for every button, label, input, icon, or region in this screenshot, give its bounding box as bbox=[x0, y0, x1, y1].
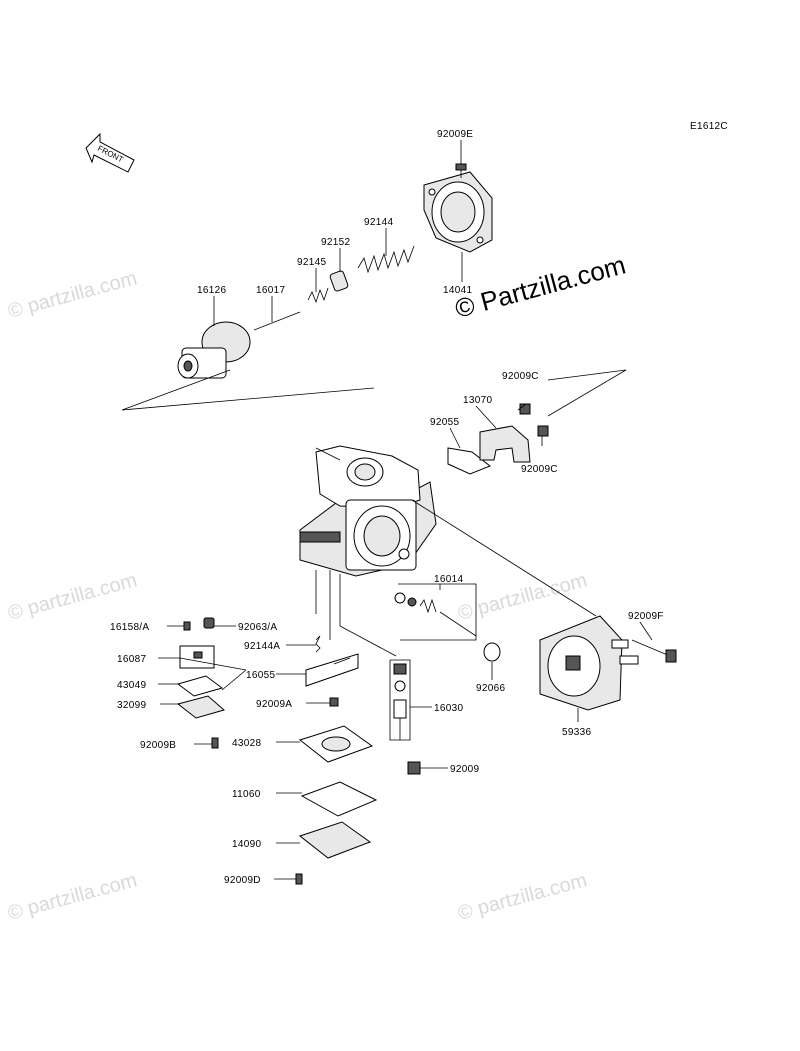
part-group-16030 bbox=[389, 659, 411, 741]
watermark: © partzilla.com bbox=[6, 869, 140, 925]
cap-92066 bbox=[483, 642, 501, 662]
diaphragm-16126 bbox=[177, 321, 251, 379]
part-label: 92063/A bbox=[238, 622, 277, 633]
bolt-92009C-bottom bbox=[537, 425, 549, 437]
bolt-92009F bbox=[631, 639, 677, 663]
cover-14041 bbox=[423, 171, 493, 253]
pump-59336 bbox=[539, 615, 639, 711]
screw-92009D bbox=[295, 873, 303, 885]
screw-92009B bbox=[211, 737, 219, 749]
spring-92144 bbox=[357, 245, 415, 274]
part-label: 92009B bbox=[140, 740, 176, 751]
part-label: 16017 bbox=[256, 285, 285, 296]
watermark: © partzilla.com bbox=[456, 869, 590, 925]
watermark-group: © partzilla.com © partzilla.com © partzi… bbox=[6, 249, 629, 924]
part-label: 92145 bbox=[297, 257, 326, 268]
part-label: 92009F bbox=[628, 611, 664, 622]
diaphragm-43028 bbox=[298, 725, 374, 763]
part-label: 59336 bbox=[562, 727, 591, 738]
front-arrow-icon: FRONT bbox=[85, 132, 135, 173]
part-label: 92066 bbox=[476, 683, 505, 694]
part-16087 bbox=[179, 645, 215, 669]
part-group-16014 bbox=[394, 583, 477, 641]
part-label: 92009D bbox=[224, 875, 261, 886]
diagram-code: E1612C bbox=[690, 121, 728, 132]
bracket-13070 bbox=[479, 425, 531, 463]
part-92152 bbox=[329, 270, 349, 292]
gasket-92055 bbox=[447, 447, 491, 475]
part-label: 16030 bbox=[434, 703, 463, 714]
part-label: 14041 bbox=[443, 285, 472, 296]
screw-92009A bbox=[329, 697, 339, 707]
bolt-92009 bbox=[407, 761, 421, 775]
part-16158A bbox=[183, 621, 191, 631]
part-label: 16014 bbox=[434, 574, 463, 585]
part-label: 92009E bbox=[437, 129, 473, 140]
carburetor-body bbox=[299, 445, 437, 577]
part-label: 16055 bbox=[246, 670, 275, 681]
plate-32099 bbox=[176, 695, 226, 719]
part-label: 14090 bbox=[232, 839, 261, 850]
part-16055 bbox=[305, 653, 359, 687]
gasket-11060 bbox=[300, 781, 378, 817]
part-label: 92152 bbox=[321, 237, 350, 248]
part-label: 92009C bbox=[502, 371, 539, 382]
part-label: 92055 bbox=[430, 417, 459, 428]
part-label: 92009 bbox=[450, 764, 479, 775]
needle-16017 bbox=[253, 311, 301, 331]
gasket-43049 bbox=[176, 675, 224, 697]
part-label: 43028 bbox=[232, 738, 261, 749]
part-label: 43049 bbox=[117, 680, 146, 691]
part-label: 92144 bbox=[364, 217, 393, 228]
bolt-92009C-top bbox=[519, 403, 531, 415]
part-label: 16087 bbox=[117, 654, 146, 665]
part-label: 16158/A bbox=[110, 622, 149, 633]
part-92063A bbox=[203, 617, 215, 629]
part-label: 92009C bbox=[521, 464, 558, 475]
part-label: 16126 bbox=[197, 285, 226, 296]
part-labels: 92009E 92144 92152 92145 16126 16017 140… bbox=[110, 129, 664, 886]
part-label: 32099 bbox=[117, 700, 146, 711]
part-label: 92009A bbox=[256, 699, 292, 710]
watermark: © partzilla.com bbox=[6, 569, 140, 625]
cover-14090 bbox=[298, 821, 372, 859]
part-label: 92144A bbox=[244, 641, 280, 652]
part-label: 13070 bbox=[463, 395, 492, 406]
spring-92144A bbox=[315, 635, 321, 653]
leader-lines bbox=[158, 140, 653, 880]
watermark-main: © Partzilla.com bbox=[452, 249, 629, 323]
spring-92145 bbox=[307, 287, 329, 304]
part-label: 11060 bbox=[232, 789, 261, 800]
watermark: © partzilla.com bbox=[6, 267, 140, 323]
